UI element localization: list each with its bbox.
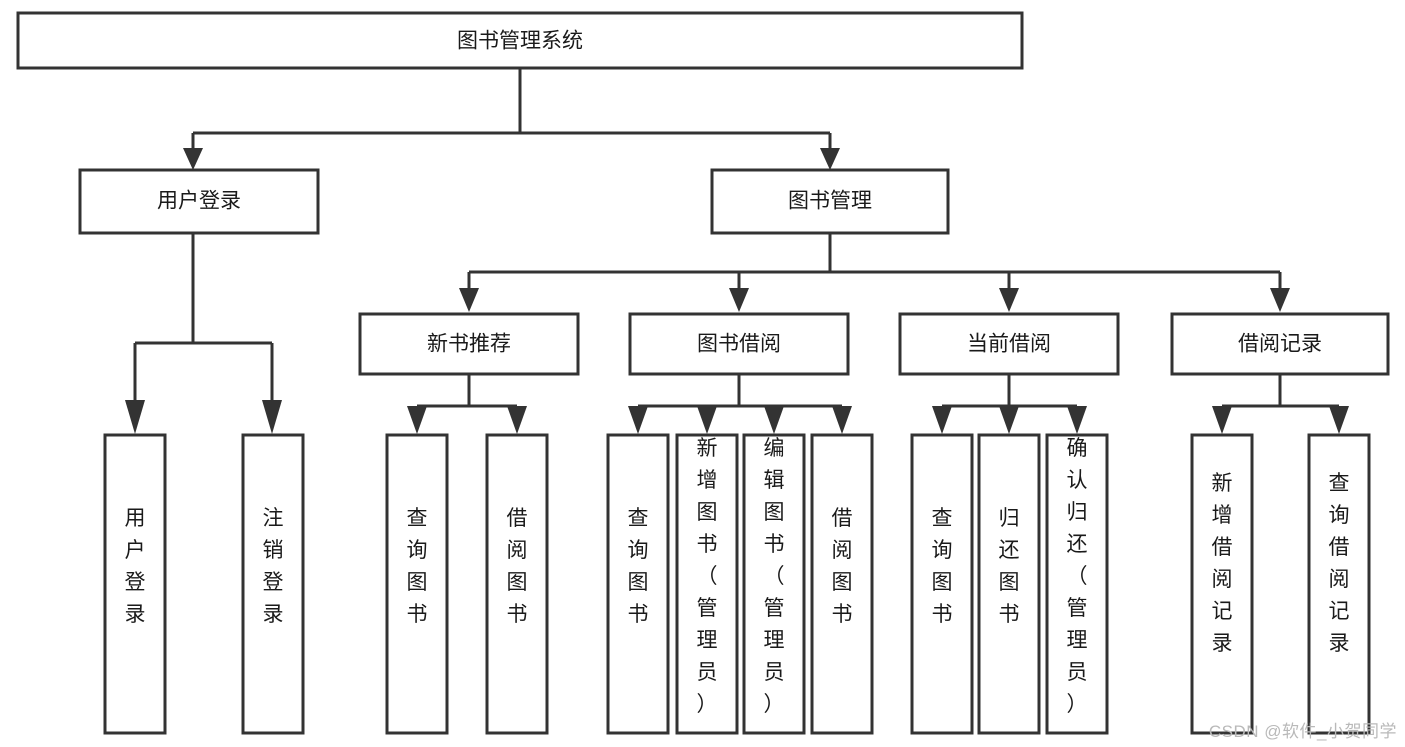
arrow-current-leaf1 <box>932 406 952 434</box>
node-book-borrow-label: 图书借阅 <box>697 333 781 356</box>
node-leaf-new-book-1-label: 查询图书 <box>407 507 428 626</box>
node-leaf-book-borrow-3-label: 编辑图书（管理员） <box>764 437 785 716</box>
node-leaf-current-borrow-1-box[interactable] <box>910 433 974 735</box>
arrow-borrow-leaf4 <box>832 406 852 434</box>
node-leaf-current-borrow-2-label: 归还图书 <box>999 507 1020 626</box>
arrow-user-login-leaf1 <box>125 400 145 434</box>
node-leaf-borrow-record-1[interactable]: 新增借阅记录 <box>1190 433 1254 735</box>
arrow-root-to-user-login <box>183 148 203 170</box>
node-current-borrow-label: 当前借阅 <box>967 333 1051 356</box>
node-book-management[interactable]: 图书管理 <box>710 168 950 235</box>
node-leaf-new-book-2[interactable]: 借阅图书 <box>485 433 549 735</box>
node-leaf-borrow-record-2-label: 查询借阅记录 <box>1329 472 1350 655</box>
node-leaf-user-login-2[interactable]: 注销登录 <box>241 433 305 735</box>
arrow-record-leaf1 <box>1212 406 1232 434</box>
node-leaf-user-login-1-label: 用户登录 <box>125 507 146 626</box>
node-new-book-recommend-box[interactable] <box>358 312 580 376</box>
node-leaf-borrow-record-2-box[interactable] <box>1307 433 1371 735</box>
node-root[interactable]: 图书管理系统 <box>16 11 1024 70</box>
node-root-box[interactable] <box>16 11 1024 70</box>
arrow-current-leaf3 <box>1067 406 1087 434</box>
node-borrow-record-label: 借阅记录 <box>1238 333 1322 356</box>
node-leaf-book-borrow-4[interactable]: 借阅图书 <box>810 433 874 735</box>
node-leaf-current-borrow-3-box[interactable] <box>1045 433 1109 735</box>
node-leaf-current-borrow-1[interactable]: 查询图书 <box>910 433 974 735</box>
node-root-label: 图书管理系统 <box>457 30 583 53</box>
node-leaf-book-borrow-1-box[interactable] <box>606 433 670 735</box>
arrow-record-leaf2 <box>1329 406 1349 434</box>
node-leaf-current-borrow-3-label: 确认归还（管理员） <box>1067 437 1088 716</box>
node-leaf-current-borrow-2[interactable]: 归还图书 <box>977 433 1041 735</box>
arrow-user-login-leaf2 <box>262 400 282 434</box>
node-user-login-box[interactable] <box>78 168 320 235</box>
connector-layer <box>125 68 1349 434</box>
node-leaf-user-login-1[interactable]: 用户登录 <box>103 433 167 735</box>
arrow-book-mgmt-to-current <box>999 288 1019 312</box>
node-leaf-new-book-1[interactable]: 查询图书 <box>385 433 449 735</box>
node-leaf-current-borrow-2-box[interactable] <box>977 433 1041 735</box>
arrow-root-to-book-mgmt <box>820 148 840 170</box>
node-leaf-current-borrow-1-label: 查询图书 <box>932 507 953 626</box>
node-leaf-new-book-2-label: 借阅图书 <box>507 507 528 626</box>
node-new-book-recommend[interactable]: 新书推荐 <box>358 312 580 376</box>
node-leaf-book-borrow-3-box[interactable] <box>742 433 806 735</box>
node-leaf-book-borrow-1[interactable]: 查询图书 <box>606 433 670 735</box>
node-leaf-user-login-2-box[interactable] <box>241 433 305 735</box>
node-leaf-book-borrow-4-label: 借阅图书 <box>832 507 853 626</box>
node-leaf-borrow-record-1-label: 新增借阅记录 <box>1212 472 1233 655</box>
node-book-borrow[interactable]: 图书借阅 <box>628 312 850 376</box>
node-leaf-book-borrow-3[interactable]: 编辑图书（管理员） <box>742 433 806 735</box>
node-leaf-user-login-1-box[interactable] <box>103 433 167 735</box>
arrow-borrow-leaf1 <box>628 406 648 434</box>
node-leaf-new-book-1-box[interactable] <box>385 433 449 735</box>
node-leaf-borrow-record-2[interactable]: 查询借阅记录 <box>1307 433 1371 735</box>
arrow-current-leaf2 <box>999 406 1019 434</box>
node-leaf-book-borrow-2-label: 新增图书（管理员） <box>697 437 718 716</box>
node-new-book-recommend-label: 新书推荐 <box>427 333 511 356</box>
node-current-borrow[interactable]: 当前借阅 <box>898 312 1120 376</box>
csdn-watermark: CSDN @软件_小贺同学 <box>1208 722 1397 741</box>
node-current-borrow-box[interactable] <box>898 312 1120 376</box>
node-borrow-record-box[interactable] <box>1170 312 1390 376</box>
node-leaf-user-login-2-label: 注销登录 <box>263 507 284 626</box>
arrow-borrow-leaf2 <box>697 406 717 434</box>
arrow-book-mgmt-to-record <box>1270 288 1290 312</box>
arrow-new-leaf1 <box>407 406 427 434</box>
node-leaf-new-book-2-box[interactable] <box>485 433 549 735</box>
node-leaf-current-borrow-3[interactable]: 确认归还（管理员） <box>1045 433 1109 735</box>
arrow-borrow-leaf3 <box>764 406 784 434</box>
arrow-book-mgmt-to-borrow <box>729 288 749 312</box>
node-book-management-box[interactable] <box>710 168 950 235</box>
arrow-book-mgmt-to-new <box>459 288 479 312</box>
node-leaf-borrow-record-1-box[interactable] <box>1190 433 1254 735</box>
node-leaf-book-borrow-2[interactable]: 新增图书（管理员） <box>675 433 739 735</box>
node-book-management-label: 图书管理 <box>788 190 872 213</box>
arrow-new-leaf2 <box>507 406 527 434</box>
node-leaf-book-borrow-4-box[interactable] <box>810 433 874 735</box>
node-leaf-book-borrow-2-box[interactable] <box>675 433 739 735</box>
node-user-login-label: 用户登录 <box>157 190 241 213</box>
node-book-borrow-box[interactable] <box>628 312 850 376</box>
node-user-login[interactable]: 用户登录 <box>78 168 320 235</box>
node-leaf-book-borrow-1-label: 查询图书 <box>628 507 649 626</box>
node-borrow-record[interactable]: 借阅记录 <box>1170 312 1390 376</box>
